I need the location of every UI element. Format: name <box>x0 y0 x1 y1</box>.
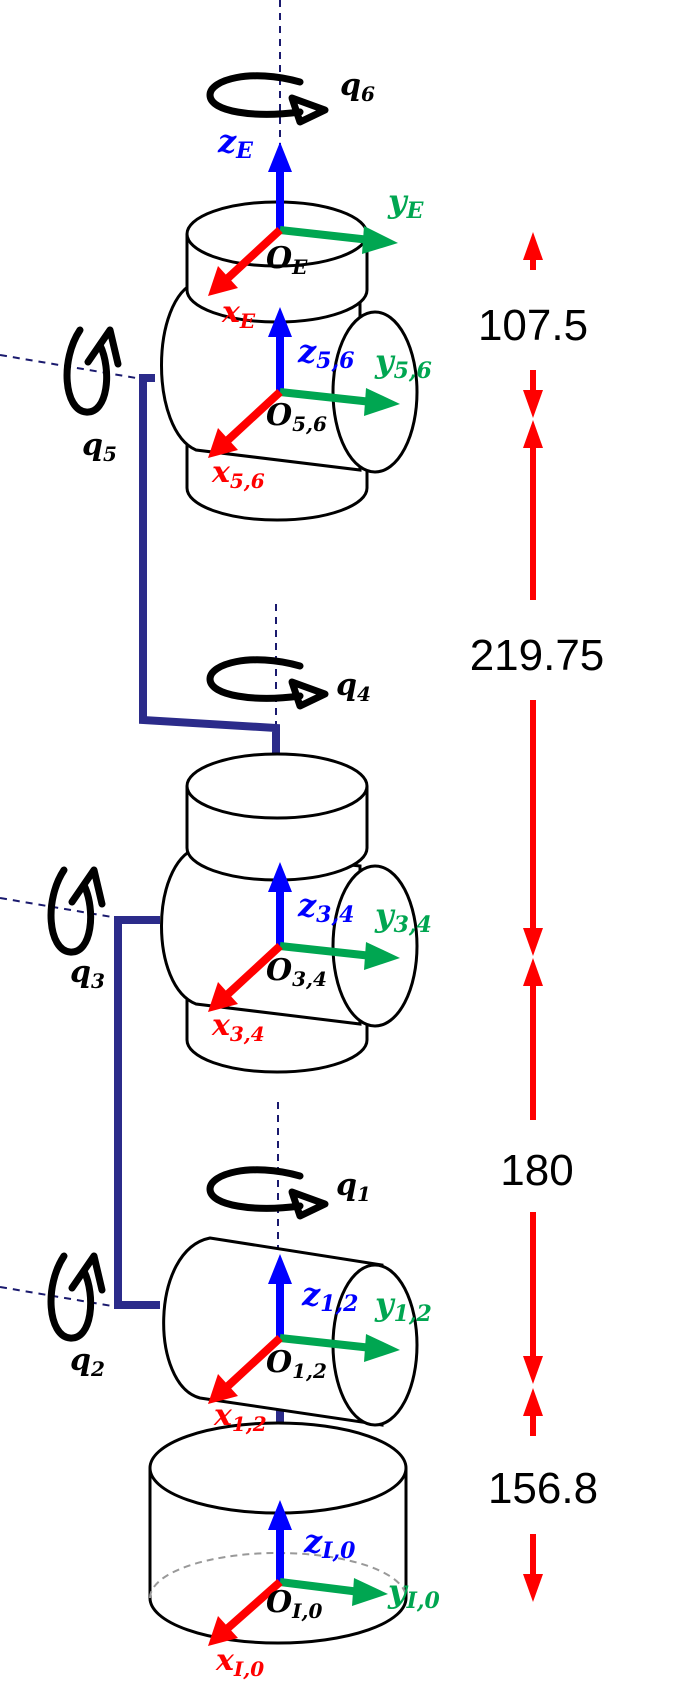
dimension-label-2: 219.75 <box>470 631 605 680</box>
wrist-middle-body <box>160 752 419 1074</box>
label-y-3-4: y3,4 <box>374 896 432 938</box>
x-axis-I-0 <box>225 1579 283 1631</box>
rotation-q5-icon <box>63 326 122 416</box>
x-axis-1-2 <box>225 1335 283 1389</box>
rotation-q3-icon <box>47 866 106 956</box>
axis-q5 <box>0 354 149 381</box>
y-axis-1-2 <box>279 1334 373 1352</box>
label-z-5-6: z5,6 <box>297 332 354 374</box>
label-x-3-4: x3,4 <box>211 1008 265 1046</box>
joint-label-q3: q3 <box>70 955 105 993</box>
label-y-1-2: y1,2 <box>374 1285 432 1327</box>
label-O-3-4: O3,4 <box>266 953 327 991</box>
hub-5-6 <box>160 280 362 472</box>
label-z-E: zE <box>217 122 254 164</box>
frame-arrows <box>208 142 400 1646</box>
joint-label-q2: q2 <box>70 1343 105 1381</box>
axis-q2 <box>0 1286 119 1308</box>
x-axis-3-4 <box>225 943 283 997</box>
label-x-5-6: x5,6 <box>211 455 265 493</box>
joint-label-q4: q4 <box>336 668 371 706</box>
dimension-label-1: 107.5 <box>478 301 588 350</box>
bodies <box>148 200 419 1645</box>
x-axis-E <box>225 227 283 281</box>
dimension-label-3: 180 <box>500 1146 573 1195</box>
label-x-I-0: xI,0 <box>215 1643 264 1681</box>
link-middle <box>114 916 160 1309</box>
base-top <box>148 1421 408 1515</box>
top-cap-4 <box>185 752 369 820</box>
dimension-labels: 107.5 219.75 180 156.8 <box>470 301 605 1513</box>
joint-labels: q6 q5 q4 q3 q1 q2 <box>70 68 375 1381</box>
label-x-E: xE <box>221 295 256 333</box>
joint-label-q1: q1 <box>336 1168 371 1206</box>
label-y-E: yE <box>387 182 425 224</box>
y-axis-5-6 <box>279 388 373 406</box>
axis-q3 <box>0 897 119 919</box>
y-axis-E <box>279 226 371 244</box>
y-axis-I-0 <box>279 1578 361 1596</box>
rotation-q6-icon <box>206 72 329 126</box>
rotation-q4-icon <box>206 656 329 710</box>
x-axis-5-6 <box>225 389 283 443</box>
side-cyl-5-6 <box>331 310 419 474</box>
rotation-q2-icon <box>47 1252 106 1342</box>
label-O-I-0: OI,0 <box>266 1585 322 1623</box>
dimension-arrows <box>523 232 543 1602</box>
joint-label-q6: q6 <box>340 68 375 106</box>
label-y-I-0: yI,0 <box>387 1572 441 1614</box>
rotation-q1-icon <box>206 1166 329 1220</box>
frame-labels: zE yE OE xE z5,6 y5,6 O5,6 x5,6 z3,4 y3,… <box>211 122 441 1681</box>
label-z-3-4: z3,4 <box>297 886 354 928</box>
shoulder-body <box>162 1236 419 1427</box>
y-axis-3-4 <box>279 942 373 960</box>
hub-3-4 <box>160 846 362 1026</box>
joint-label-q5: q5 <box>82 428 117 466</box>
label-y-5-6: y5,6 <box>374 342 432 384</box>
label-z-1-2: z1,2 <box>301 1275 358 1317</box>
rotation-symbols <box>47 72 329 1342</box>
dimension-label-4: 156.8 <box>488 1464 598 1513</box>
label-z-I-0: zI,0 <box>303 1522 356 1564</box>
label-O-5-6: O5,6 <box>266 398 327 436</box>
label-O-1-2: O1,2 <box>266 1345 327 1383</box>
label-O-E: OE <box>266 241 308 279</box>
base-hidden-edge <box>149 1552 407 1599</box>
label-x-1-2: x1,2 <box>213 1398 267 1436</box>
link-upper <box>139 374 280 786</box>
side-cyl-3-4 <box>331 864 419 1028</box>
